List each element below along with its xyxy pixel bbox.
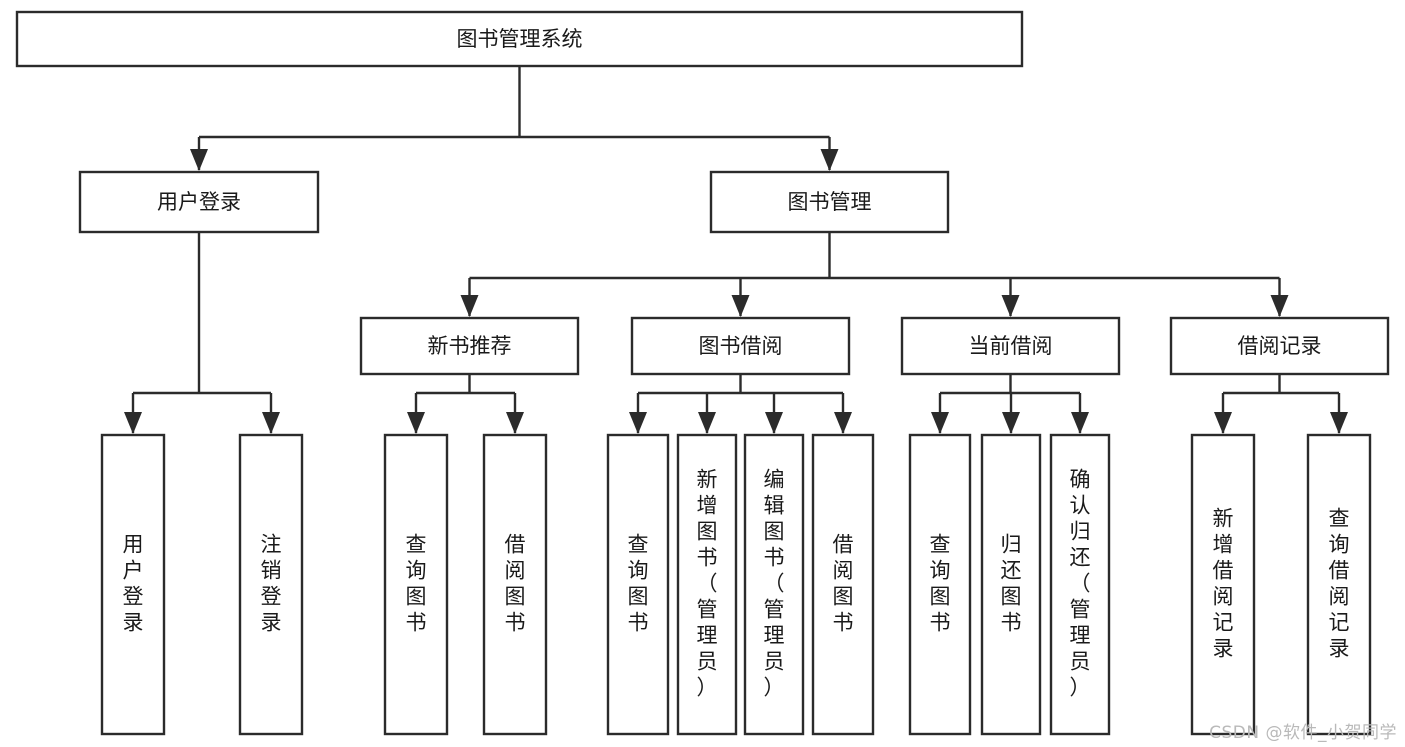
node-borrow-records[interactable]: 借阅记录 [1169,316,1390,376]
arrow-head-icon [190,149,208,171]
arrow-head-icon [460,295,479,317]
node-label-new-book-recommend: 新书推荐 [428,334,512,358]
node-box-book-management[interactable] [709,170,950,234]
node-root[interactable]: 图书管理系统 [15,10,1024,68]
node-box-current-borrow[interactable] [900,316,1121,376]
arrow-head-icon [931,412,949,434]
node-book-management[interactable]: 图书管理 [709,170,950,234]
node-label-borrow-book-2: 借阅图书 [833,533,854,635]
node-box-root[interactable] [15,10,1024,68]
node-box-query-book-1[interactable] [383,433,449,736]
node-user-login[interactable]: 用户登录 [78,170,320,234]
node-label-user-login-do: 用户登录 [123,533,144,635]
node-query-book-3[interactable]: 查询图书 [908,433,972,736]
node-box-query-book-3[interactable] [908,433,972,736]
node-label-borrow-book-1: 借阅图书 [505,533,526,635]
node-box-query-book-2[interactable] [606,433,670,736]
node-query-book-2[interactable]: 查询图书 [606,433,670,736]
node-box-borrow-records[interactable] [1169,316,1390,376]
node-box-add-book-admin[interactable] [676,433,738,736]
node-label-add-book-admin: 新增图书（管理员） [697,468,718,700]
node-confirm-return-admin[interactable]: 确认归还（管理员） [1049,433,1111,736]
node-add-borrow-record[interactable]: 新增借阅记录 [1190,433,1256,736]
node-label-user-login: 用户登录 [157,190,241,214]
nodes-layer: 图书管理系统用户登录用户登录注销登录图书管理新书推荐查询图书借阅图书图书借阅查询… [15,10,1390,736]
arrow-head-icon [731,295,750,317]
arrow-head-icon [124,412,142,434]
arrow-head-icon [1270,295,1289,317]
node-label-book-management: 图书管理 [788,190,872,214]
node-query-borrow-record[interactable]: 查询借阅记录 [1306,433,1372,736]
node-new-book-recommend[interactable]: 新书推荐 [359,316,580,376]
node-user-login-do[interactable]: 用户登录 [100,433,166,736]
node-box-user-login-do[interactable] [100,433,166,736]
node-box-edit-book-admin[interactable] [743,433,805,736]
node-box-borrow-book-2[interactable] [811,433,875,736]
node-box-add-borrow-record[interactable] [1190,433,1256,736]
node-label-user-logout: 注销登录 [261,533,282,635]
node-box-return-book[interactable] [980,433,1042,736]
node-label-query-book-1: 查询图书 [406,533,427,635]
node-label-query-borrow-record: 查询借阅记录 [1329,507,1350,661]
node-label-edit-book-admin: 编辑图书（管理员） [764,468,785,700]
node-borrow-book-1[interactable]: 借阅图书 [482,433,548,736]
node-return-book[interactable]: 归还图书 [980,433,1042,736]
node-box-user-logout[interactable] [238,433,304,736]
node-label-return-book: 归还图书 [1001,533,1022,635]
node-box-query-borrow-record[interactable] [1306,433,1372,736]
watermark-label: CSDN @软件_小贺同学 [1209,723,1397,743]
arrow-head-icon [506,412,524,434]
arrow-head-icon [698,412,716,434]
node-box-new-book-recommend[interactable] [359,316,580,376]
node-box-borrow-book-1[interactable] [482,433,548,736]
node-label-borrow-records: 借阅记录 [1238,334,1322,358]
arrow-head-icon [262,412,280,434]
arrow-head-icon [629,412,647,434]
arrow-head-icon [1330,412,1348,434]
arrow-head-icon [1001,295,1020,317]
node-label-add-borrow-record: 新增借阅记录 [1213,507,1234,661]
node-label-query-book-2: 查询图书 [628,533,649,635]
node-label-root: 图书管理系统 [457,27,583,51]
node-query-book-1[interactable]: 查询图书 [383,433,449,736]
node-add-book-admin[interactable]: 新增图书（管理员） [676,433,738,736]
node-current-borrow[interactable]: 当前借阅 [900,316,1121,376]
node-book-borrow[interactable]: 图书借阅 [630,316,851,376]
arrow-head-icon [765,412,783,434]
node-edit-book-admin[interactable]: 编辑图书（管理员） [743,433,805,736]
arrow-head-icon [1002,412,1020,434]
node-box-book-borrow[interactable] [630,316,851,376]
arrow-head-icon [1071,412,1089,434]
node-box-user-login[interactable] [78,170,320,234]
arrow-head-icon [834,412,852,434]
connectors-layer [124,66,1348,434]
node-borrow-book-2[interactable]: 借阅图书 [811,433,875,736]
arrow-head-icon [820,149,839,171]
node-label-query-book-3: 查询图书 [930,533,951,635]
node-label-confirm-return-admin: 确认归还（管理员） [1070,468,1091,700]
node-label-current-borrow: 当前借阅 [969,334,1053,358]
node-label-book-borrow: 图书借阅 [699,334,783,358]
node-user-logout[interactable]: 注销登录 [238,433,304,736]
arrow-head-icon [1214,412,1232,434]
arrow-head-icon [407,412,425,434]
node-box-confirm-return-admin[interactable] [1049,433,1111,736]
